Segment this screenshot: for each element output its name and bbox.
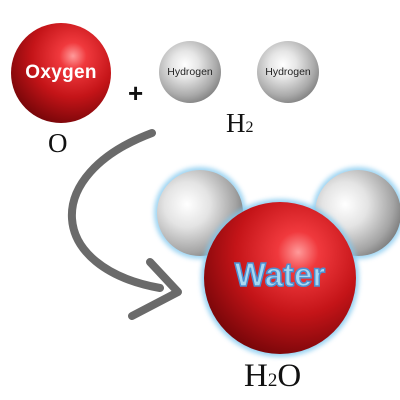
reaction-arrow [67,129,164,292]
water-label: Water [234,255,326,294]
oxygen-symbol: O [48,128,68,158]
hydrogen-atom-2 [257,41,319,103]
hydrogen-formula-base: H [226,108,246,138]
hydrogen-formula-subscript: 2 [245,119,254,136]
plus-sign: + [128,78,144,108]
water-formula-o: O [277,358,302,394]
arrow-head-icon [128,258,182,320]
oxygen-atom-label: Oxygen [25,62,97,83]
hydrogen-atom-label-2: Hydrogen [265,66,311,78]
oxygen-atom [11,23,111,123]
water-formula-subscript: 2 [267,370,278,391]
water-formula-h: H [244,358,268,394]
hydrogen-atom-1 [159,41,221,103]
hydrogen-formula: H2 [226,108,254,139]
hydrogen-atom-label-1: Hydrogen [167,66,213,78]
water-oxygen-atom [204,202,356,354]
water-formula: H2O [244,358,301,395]
